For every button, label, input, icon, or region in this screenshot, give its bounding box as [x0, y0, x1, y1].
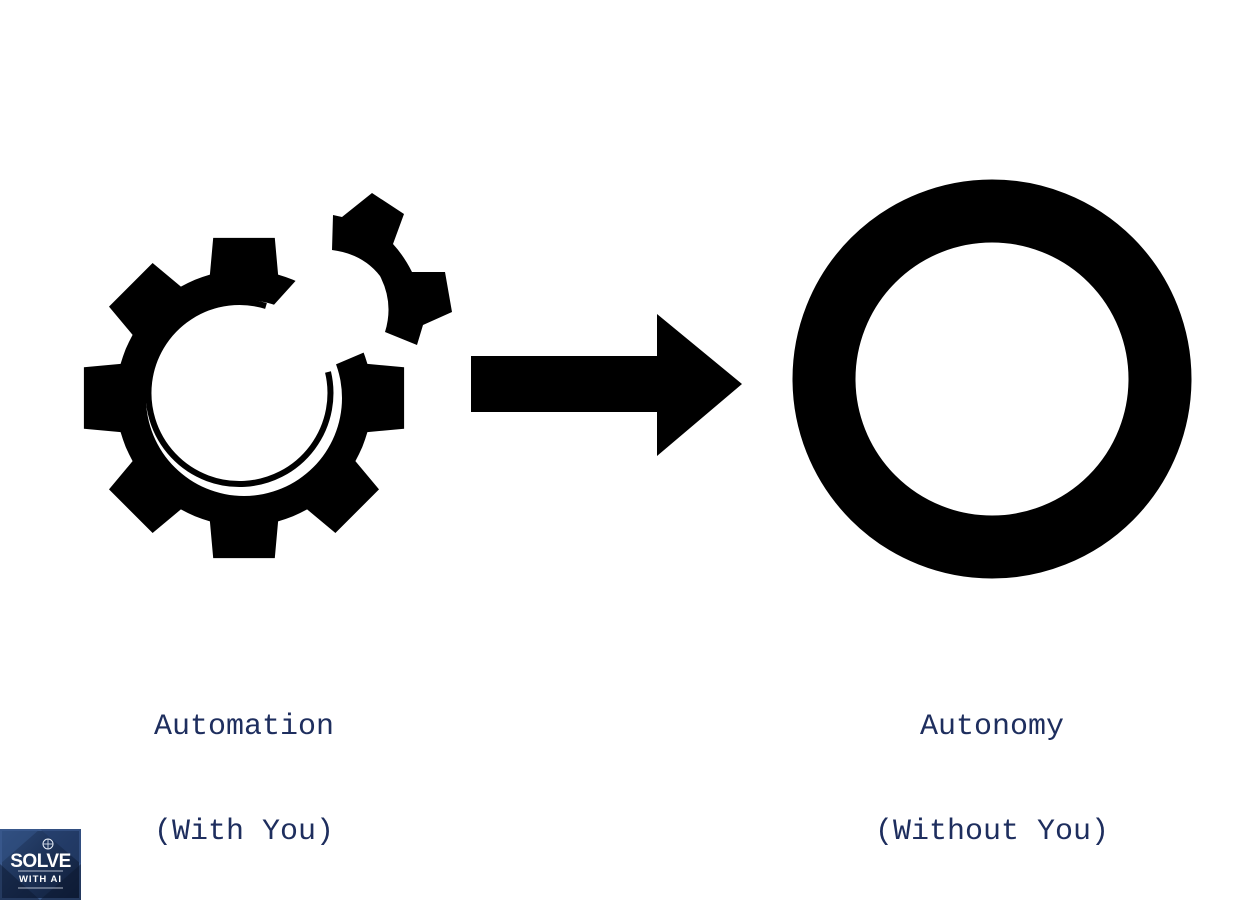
solve-with-ai-logo: SOLVE WITH AI: [0, 829, 81, 900]
automation-label: Automation: [153, 710, 335, 744]
gear-break-gap: [262, 255, 392, 372]
gear-inner-ring: [145, 299, 334, 488]
autonomy-caption: Autonomy (Without You): [842, 640, 1142, 920]
diagram-graphics: [83, 179, 1192, 579]
arrow-right-icon: [471, 314, 742, 456]
automation-sublabel: (With You): [153, 815, 335, 849]
globe-icon: [42, 838, 54, 850]
gear-fragment: [332, 193, 452, 345]
ring-icon: [792, 179, 1192, 579]
logo-text-solve: SOLVE: [10, 851, 71, 872]
logo-text-with-ai: WITH AI: [18, 874, 63, 885]
gear-main-body: [83, 237, 405, 559]
autonomy-sublabel: (Without You): [874, 815, 1110, 849]
automation-caption: Automation (With You): [94, 640, 394, 920]
broken-gear-icon: [83, 193, 452, 559]
logo-facets: [0, 829, 81, 900]
autonomy-label: Autonomy: [919, 710, 1065, 744]
diagram-canvas: Automation (With You) Autonomy (Without …: [0, 179, 1192, 900]
